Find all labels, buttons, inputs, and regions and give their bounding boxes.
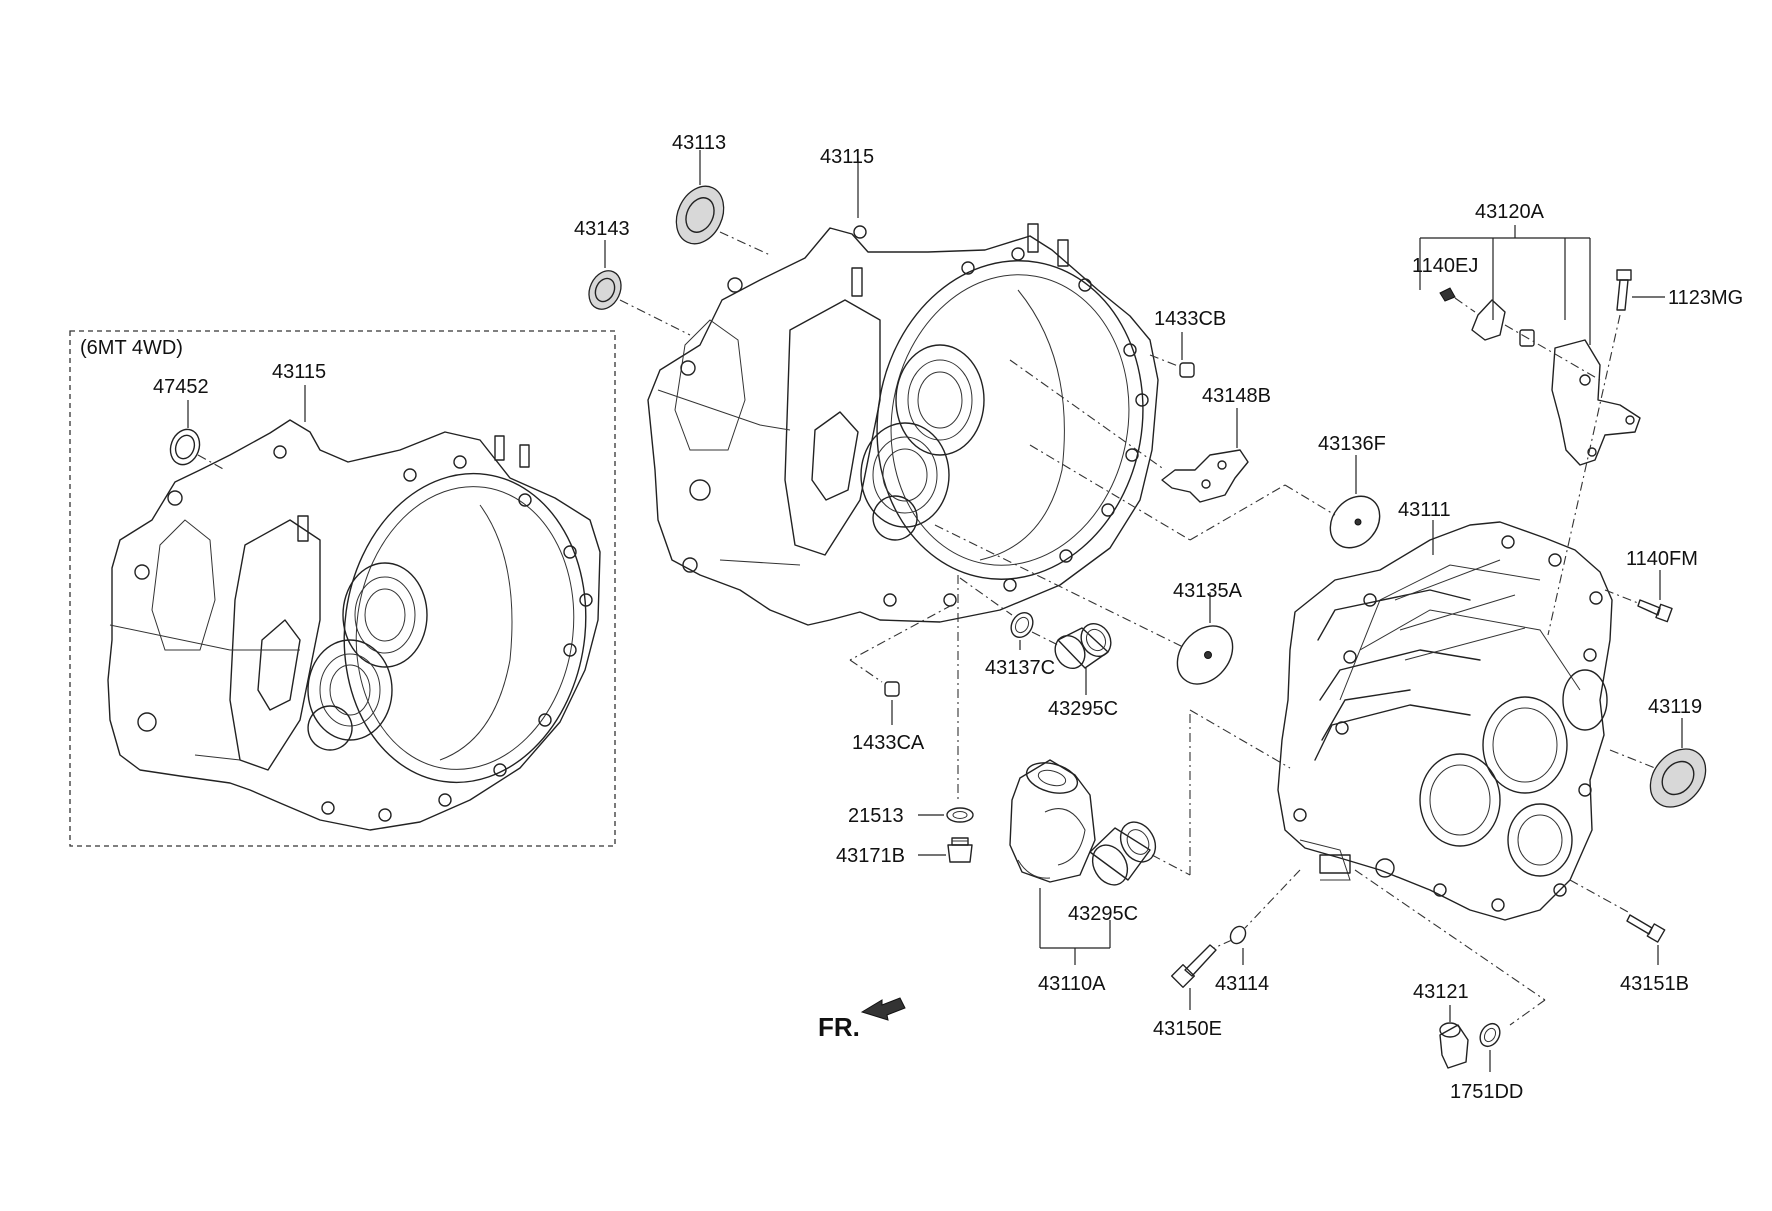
part-43151B-bolt[interactable] (1626, 914, 1666, 943)
part-47452-seal[interactable] (166, 425, 205, 468)
part-43115-4wd-transmission-case[interactable] (107, 419, 605, 831)
callout-43115-main: 43115 (820, 146, 874, 168)
part-43295C-needle-bearing-upper[interactable] (1049, 618, 1116, 673)
callout-43113: 43113 (672, 132, 726, 154)
callout-43295C-upper: 43295C (1048, 698, 1118, 720)
part-43137C-snap-ring[interactable] (1007, 609, 1037, 642)
callout-43150E: 43150E (1153, 1018, 1222, 1040)
callout-1140FM: 1140FM (1626, 548, 1698, 570)
part-43114-washer[interactable] (1227, 924, 1248, 947)
part-43119-oil-seal[interactable] (1639, 738, 1717, 818)
callout-43135A: 43135A (1173, 580, 1243, 602)
callout-43148B: 43148B (1202, 385, 1271, 407)
variant-box (69, 330, 616, 847)
part-43110A-case-assembly-kit[interactable] (1009, 758, 1096, 883)
callout-43111: 43111 (1398, 499, 1451, 521)
part-1433CB-dowel-pin[interactable] (1179, 362, 1195, 378)
part-21513-gasket[interactable] (946, 807, 974, 823)
part-43111-transmission-case[interactable] (1277, 521, 1613, 921)
callout-1751DD: 1751DD (1450, 1081, 1523, 1103)
front-direction-marker: FR. (818, 997, 906, 1042)
part-43120A-bracket-assembly[interactable] (1471, 299, 1641, 466)
callout-43121: 43121 (1413, 981, 1469, 1003)
callout-43151B: 43151B (1620, 973, 1689, 995)
callout-1433CB: 1433CB (1154, 308, 1226, 330)
callout-43171B: 43171B (836, 845, 905, 867)
variant-6mt-4wd-group: (6MT 4WD) 47452 (69, 330, 616, 847)
part-43113-oil-seal[interactable] (667, 179, 732, 252)
callout-1140EJ: 1140EJ (1412, 255, 1478, 277)
part-1140EJ-bolt[interactable] (1439, 287, 1456, 302)
part-43295C-needle-bearing-lower[interactable] (1086, 816, 1163, 891)
part-43150E-bolt[interactable] (1170, 944, 1217, 989)
part-43121-plug[interactable] (1439, 1022, 1469, 1069)
part-1433CA-dowel-pin[interactable] (884, 681, 900, 697)
part-43148B-bracket[interactable] (1161, 449, 1249, 503)
callout-43295C-lower: 43295C (1068, 903, 1138, 925)
part-43136F-plate[interactable] (1320, 486, 1390, 557)
front-arrow-icon (860, 997, 906, 1021)
part-43171B-drain-plug[interactable] (947, 837, 973, 863)
callout-43114: 43114 (1215, 973, 1269, 995)
callout-43119: 43119 (1648, 696, 1702, 718)
callout-21513: 21513 (848, 805, 904, 827)
part-43115-transmission-case[interactable] (647, 223, 1168, 626)
callout-1123MG: 1123MG (1668, 287, 1743, 309)
callout-43115-4wd: 43115 (272, 361, 326, 383)
part-1123MG-bolt[interactable] (1616, 269, 1632, 311)
part-43135A-plate[interactable] (1166, 615, 1244, 695)
callout-43136F: 43136F (1318, 433, 1386, 455)
callout-43110A: 43110A (1038, 973, 1106, 995)
callout-47452: 47452 (153, 376, 209, 398)
callout-43137C: 43137C (985, 657, 1055, 679)
part-43143-oil-seal[interactable] (583, 266, 627, 315)
callout-43120A: 43120A (1475, 201, 1545, 223)
part-1751DD-gasket[interactable] (1476, 1020, 1504, 1050)
callout-43143: 43143 (574, 218, 630, 240)
front-marker-text: FR. (818, 1012, 860, 1042)
variant-label: (6MT 4WD) (80, 337, 183, 359)
callout-1433CA: 1433CA (852, 732, 925, 754)
part-1140FM-bolt[interactable] (1637, 599, 1673, 623)
